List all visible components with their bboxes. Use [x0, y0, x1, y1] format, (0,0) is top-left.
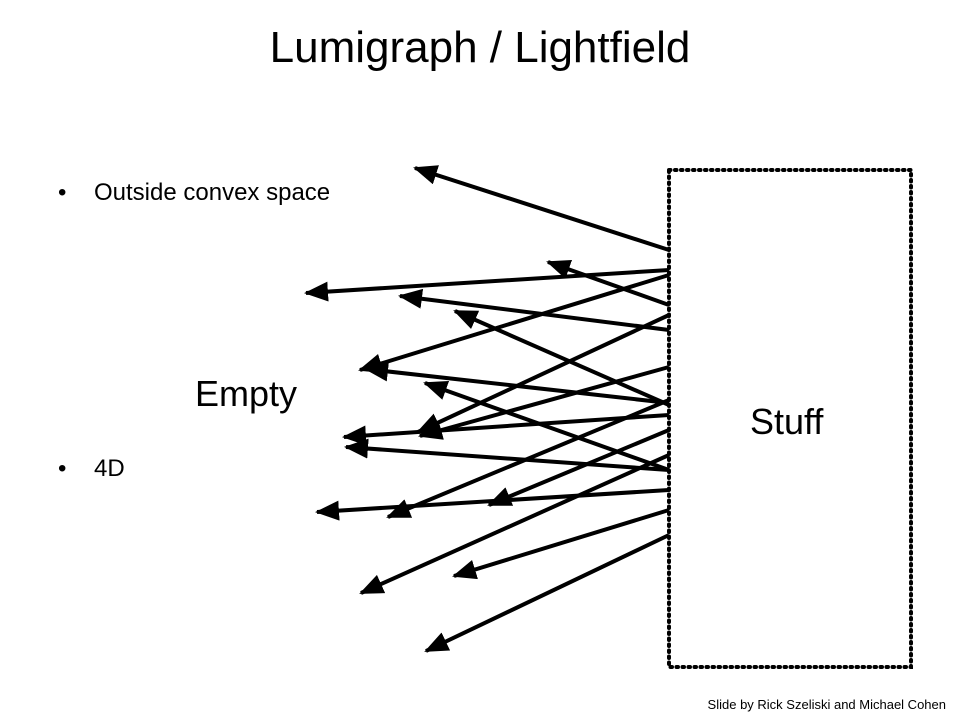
stuff-region-label: Stuff: [750, 401, 824, 442]
light-ray-arrow-3: [546, 259, 670, 307]
empty-region-label: Empty: [195, 373, 298, 414]
light-ray-arrow-12: [344, 438, 670, 472]
light-ray-arrow-9: [364, 361, 670, 405]
bullet-text: Outside convex space: [94, 179, 331, 206]
light-ray-arrow-4: [398, 288, 670, 332]
slide-credit: Slide by Rick Szeliski and Michael Cohen: [707, 697, 946, 712]
bullet-text: 4D: [94, 455, 125, 482]
bullet-dot-icon: •: [58, 455, 67, 482]
slide-title: Lumigraph / Lightfield: [269, 23, 691, 72]
light-ray-arrow-5: [358, 273, 670, 374]
light-ray-arrow-2: [304, 268, 670, 302]
bullet-dot-icon: •: [58, 179, 67, 206]
bullet-item-outside-convex-space: • Outside convex space: [58, 178, 330, 208]
bullet-item-4d: • 4D: [58, 454, 125, 484]
light-ray-arrow-18: [424, 533, 670, 653]
light-ray-arrow-14: [386, 398, 670, 519]
light-ray-arrow-13: [487, 428, 670, 507]
light-rays: [304, 165, 670, 653]
light-ray-arrow-6: [416, 313, 670, 434]
light-ray-arrow-10: [342, 413, 670, 446]
light-ray-arrow-7: [453, 309, 670, 407]
light-ray-arrow-11: [423, 380, 670, 472]
light-ray-arrow-8: [418, 365, 670, 440]
light-ray-arrow-17: [359, 453, 670, 595]
light-ray-arrow-1: [413, 165, 670, 252]
light-ray-arrow-16: [452, 508, 670, 580]
stuff-region-box: [667, 168, 913, 669]
light-ray-arrow-15: [315, 488, 670, 521]
